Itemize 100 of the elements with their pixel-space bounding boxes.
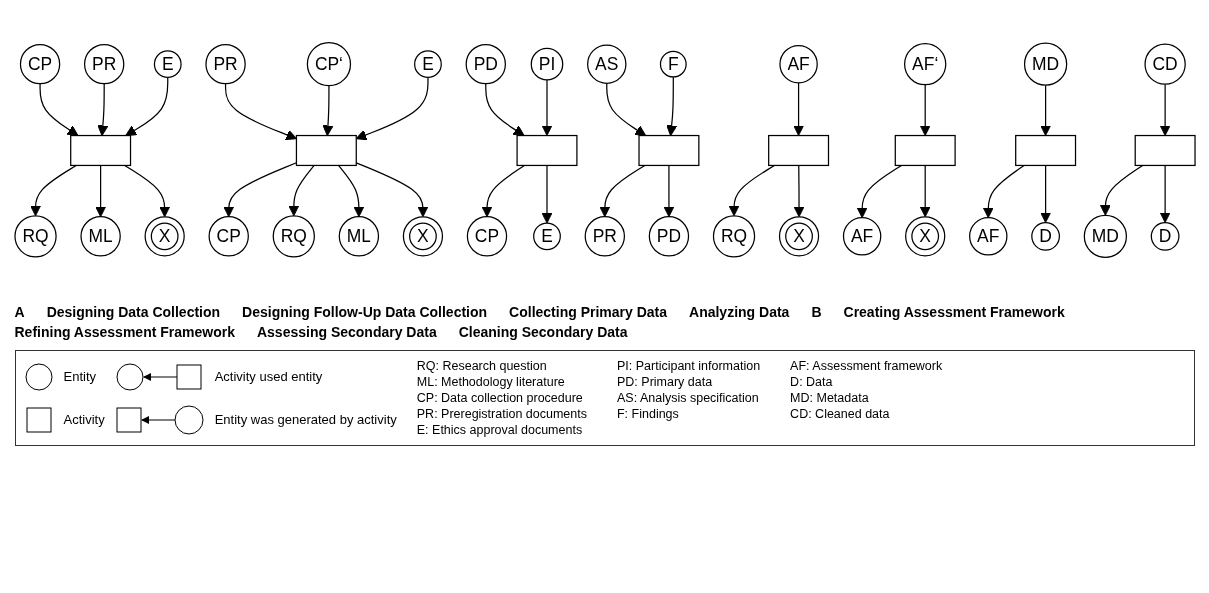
panel-title: Assessing Secondary Data bbox=[256, 324, 437, 340]
node-box bbox=[295, 134, 357, 167]
abbreviation-entry: RQ: Research question bbox=[416, 359, 548, 373]
panel-title: Designing Data Collection bbox=[46, 304, 221, 320]
node-box bbox=[1014, 134, 1076, 167]
node-circle: AF‘ bbox=[903, 42, 946, 86]
row-letter: A bbox=[14, 304, 25, 320]
abbreviation-entry: CD: Cleaned data bbox=[790, 407, 891, 421]
arrow bbox=[605, 82, 646, 137]
node-box bbox=[1134, 134, 1196, 167]
node-circle: AF bbox=[968, 217, 1008, 256]
node-box bbox=[69, 134, 131, 167]
abbreviation-entry: MD: Metadata bbox=[790, 391, 870, 405]
arrow bbox=[919, 84, 931, 137]
arrow bbox=[287, 164, 315, 217]
node-circle: RQ bbox=[272, 215, 315, 258]
arrow bbox=[1159, 83, 1171, 137]
arrow bbox=[665, 76, 677, 137]
legend-text: Activity used entity bbox=[214, 369, 324, 384]
arrow bbox=[856, 164, 902, 219]
arrow bbox=[541, 79, 552, 137]
node-box bbox=[515, 134, 578, 167]
node-circle: AS bbox=[586, 44, 626, 84]
arrow bbox=[793, 164, 804, 218]
legend-text: Entity was generated by activity bbox=[214, 412, 397, 427]
arrow bbox=[1039, 164, 1051, 224]
node-box bbox=[767, 134, 829, 167]
arrow bbox=[355, 162, 428, 218]
arrow bbox=[337, 164, 364, 218]
abbreviation-entry: D: Data bbox=[790, 375, 834, 389]
abbreviation-entry: AS: Analysis specification bbox=[617, 391, 760, 405]
node-circle: D bbox=[1150, 221, 1180, 251]
panel-title: Cleaning Secondary Data bbox=[458, 324, 628, 340]
panel-title: Designing Follow-Up Data Collection bbox=[242, 304, 488, 320]
node-circle: E bbox=[532, 222, 561, 251]
node-circle: X bbox=[778, 216, 819, 257]
node-circle: PD bbox=[465, 43, 506, 85]
arrow bbox=[792, 82, 804, 137]
abbreviation-entry: PR: Preregistration documents bbox=[416, 407, 587, 421]
arrow bbox=[94, 164, 106, 218]
panel-title: Refining Assessment Framework bbox=[14, 324, 235, 340]
node-circle: ML bbox=[338, 216, 379, 257]
arrow bbox=[224, 83, 297, 141]
node-circle: PR bbox=[204, 43, 246, 85]
node-circle: PR bbox=[584, 216, 625, 257]
node-circle: F bbox=[659, 50, 687, 78]
abbreviation-entry: E: Ethics approval documents bbox=[416, 423, 584, 437]
node-circle: D bbox=[1030, 221, 1060, 251]
node-circle: ML bbox=[79, 216, 121, 257]
arrow bbox=[355, 76, 429, 141]
node-circle: MD bbox=[1023, 42, 1067, 86]
node-circle: RQ bbox=[13, 215, 57, 258]
node-circle: RQ bbox=[712, 215, 755, 258]
node-circle: PD bbox=[648, 216, 689, 257]
node-circle: X bbox=[144, 216, 185, 257]
node-circle: MD bbox=[1083, 214, 1127, 258]
node-circle: X bbox=[904, 216, 945, 257]
node-circle: X bbox=[402, 216, 443, 257]
node-circle: CP‘ bbox=[306, 42, 351, 87]
arrow bbox=[919, 164, 931, 218]
arrow bbox=[728, 164, 775, 217]
arrow bbox=[29, 164, 77, 217]
arrow bbox=[541, 164, 552, 224]
arrow bbox=[322, 85, 333, 137]
node-circle: AF bbox=[842, 217, 881, 256]
arrow bbox=[123, 164, 170, 218]
node-circle: E bbox=[413, 50, 442, 79]
panel-title: Analyzing Data bbox=[689, 304, 790, 320]
panel-title: Collecting Primary Data bbox=[509, 304, 668, 320]
abbreviation-entry: AF: Assessment framework bbox=[790, 359, 943, 373]
abbreviation-entry: PD: Primary data bbox=[617, 375, 714, 389]
arrow bbox=[484, 83, 525, 137]
abbreviation-entry: F: Findings bbox=[617, 407, 680, 421]
arrow bbox=[1159, 164, 1171, 224]
arrow bbox=[1039, 84, 1051, 137]
node-circle: CP bbox=[19, 43, 60, 85]
node-box bbox=[894, 134, 956, 167]
arrow bbox=[598, 164, 645, 218]
legend-text: Entity bbox=[63, 369, 97, 384]
row-letter: B bbox=[811, 304, 822, 320]
panel-title: Creating Assessment Framework bbox=[843, 304, 1065, 320]
node-box bbox=[637, 134, 699, 167]
arrow bbox=[481, 164, 525, 218]
abbreviation-entry: CP: Data collection procedure bbox=[416, 391, 584, 405]
arrow bbox=[1099, 164, 1143, 216]
node-circle: CD bbox=[1143, 43, 1186, 85]
abbreviation-entry: ML: Methodology literature bbox=[416, 375, 566, 389]
arrow bbox=[662, 164, 674, 218]
arrow bbox=[124, 76, 168, 137]
node-circle: AF bbox=[778, 44, 818, 84]
abbreviation-entry: PI: Participant information bbox=[617, 359, 761, 373]
arrow bbox=[38, 83, 78, 137]
node-circle: E bbox=[153, 50, 182, 79]
node-circle: CP bbox=[466, 216, 507, 257]
node-circle: PI bbox=[530, 47, 563, 81]
arrow bbox=[982, 164, 1025, 219]
arrow bbox=[96, 83, 108, 137]
legend-text: Activity bbox=[63, 412, 105, 427]
node-circle: CP bbox=[208, 216, 249, 257]
node-circle: PR bbox=[83, 43, 124, 85]
